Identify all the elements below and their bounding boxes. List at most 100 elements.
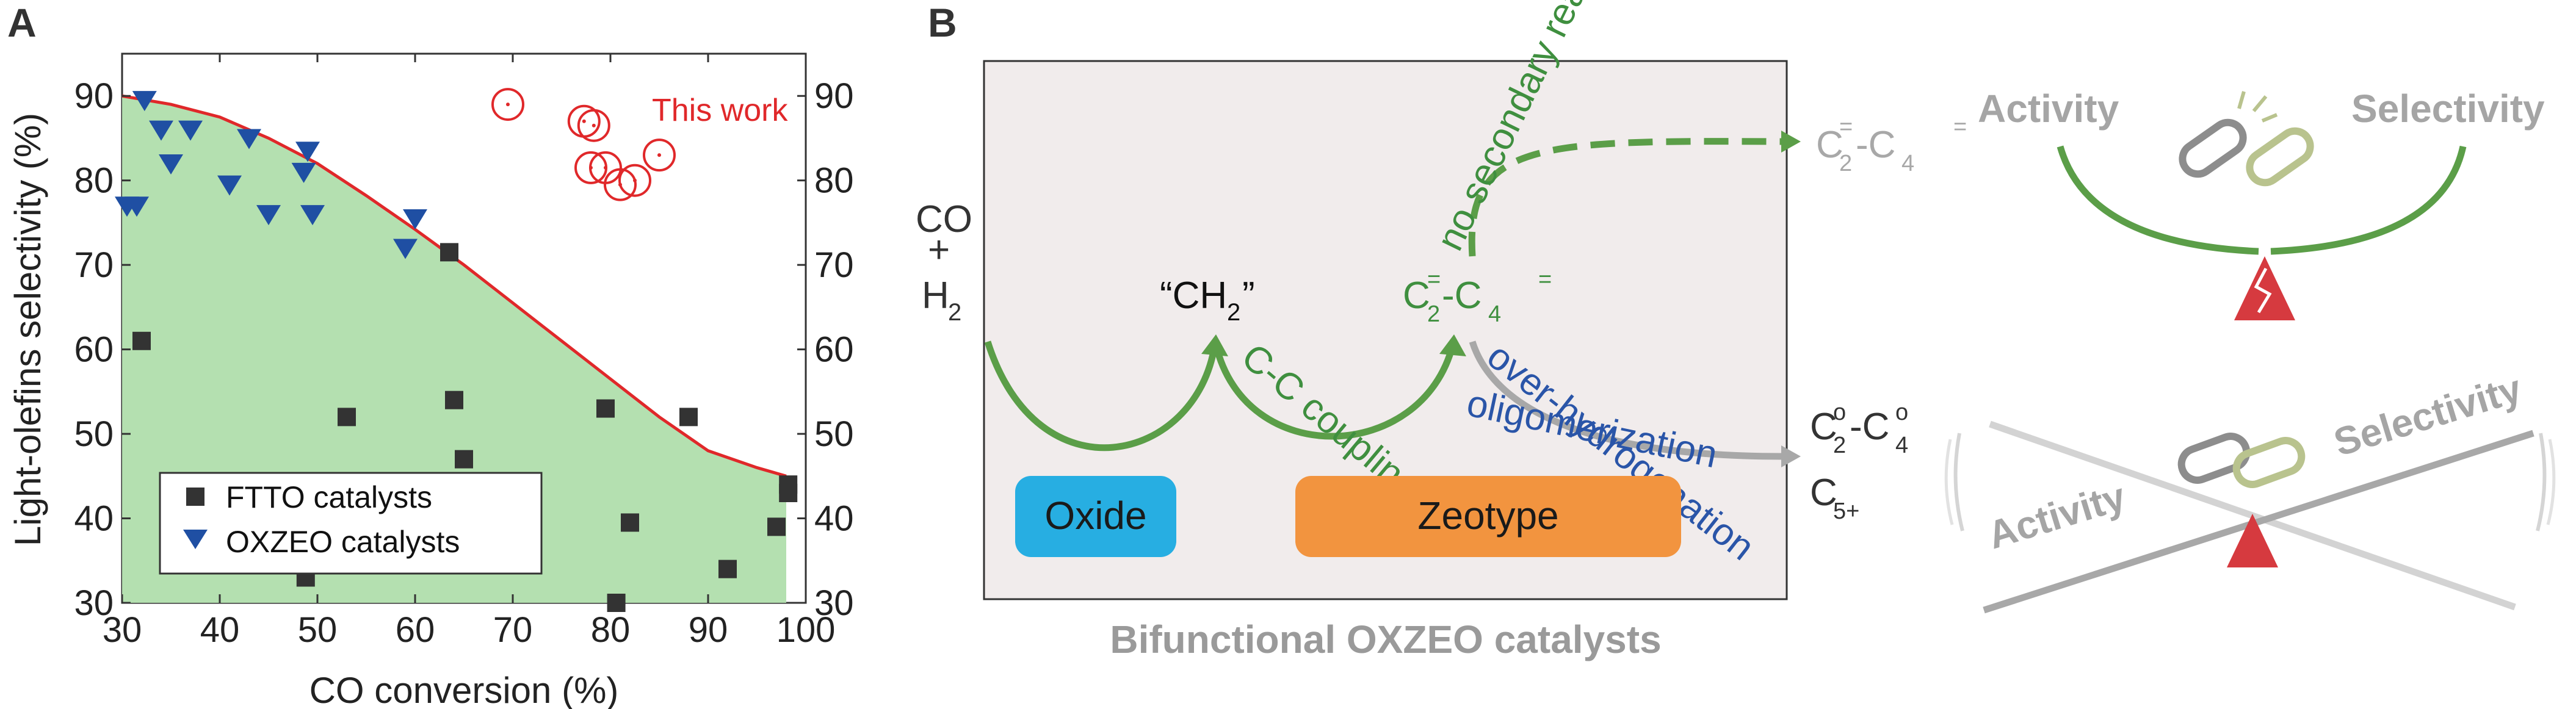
arrow-ch2-to-olefins (1212, 344, 1456, 440)
reactant-h2-base: H (922, 275, 949, 317)
grey-product-c2-sub: 2 (1839, 151, 1852, 176)
reactant-plus: + (928, 229, 950, 271)
this-work-point (491, 88, 524, 121)
oxzeo-point (393, 239, 418, 259)
product-olefins-c: C (1403, 275, 1430, 317)
top-arc-right (2270, 145, 2467, 255)
paraffin-c2-sub: 2 (1833, 433, 1846, 458)
top-arc-left (2057, 145, 2259, 255)
fulcrum (2227, 514, 2278, 567)
bottom-selectivity-label: Selectivity (2329, 366, 2527, 465)
y-tick-label: 70 (74, 245, 114, 285)
y-tick-label-right: 50 (814, 414, 854, 454)
boundary-line (121, 94, 787, 478)
points-layer (115, 88, 798, 612)
this-work-point (643, 139, 676, 172)
ftto-point (767, 517, 786, 536)
this-work-point (577, 109, 610, 142)
y-tick-label-right: 30 (814, 583, 854, 623)
this-work-point-center (657, 153, 661, 157)
this-work-point-center (633, 178, 637, 182)
concept-top-balance: Activity Selectivity (1978, 87, 2545, 320)
oxzeo-point (237, 129, 261, 149)
reactant-h2-sub: 2 (948, 299, 961, 326)
legend-ftto-marker (186, 488, 204, 506)
intermediate-ch2-sub: 2 (1227, 299, 1240, 326)
ftto-point (621, 513, 639, 532)
this-work-point-center (582, 119, 586, 123)
chain-icon (2177, 433, 2306, 488)
oxzeo-point (291, 162, 316, 183)
y-tick-label-right: 40 (814, 499, 854, 539)
ftto-point (132, 331, 151, 350)
arrow-no-secondary (1468, 138, 1783, 257)
x-tick-label: 30 (103, 610, 142, 650)
oxzeo-point (178, 120, 203, 141)
oxide-box (1015, 476, 1176, 557)
fulcrum-crack (2254, 267, 2272, 314)
grey-product-c: C (1816, 124, 1843, 166)
product-olefins-c4-sub: 4 (1488, 301, 1501, 327)
x-tick-label: 70 (493, 610, 533, 650)
oxzeo-point (295, 142, 320, 162)
ftto-point (338, 408, 356, 426)
c5plus-c: C (1810, 472, 1837, 514)
ftto-point (596, 399, 615, 418)
zeotype-label: Zeotype (1417, 494, 1558, 538)
paraffin-c4-sub: 4 (1895, 433, 1908, 458)
grey-product-eq2: = (1953, 114, 1967, 140)
paraffin-c: C (1810, 406, 1837, 448)
legend-oxzeo-marker (183, 530, 208, 549)
y-tick-label: 30 (74, 583, 114, 623)
arrow-overhydrogenation (1469, 340, 1783, 460)
tilted-bar (1983, 430, 2534, 614)
y-tick-label: 90 (74, 76, 114, 116)
oxide-label: Oxide (1044, 494, 1146, 538)
this-work-point-center (604, 165, 607, 170)
x-tick-label: 100 (776, 610, 836, 650)
oxzeo-point (125, 196, 149, 217)
y-tick-label-right: 80 (814, 161, 854, 201)
legend-oxzeo-label: OXZEO catalysts (226, 525, 460, 559)
this-work-point-center (592, 123, 596, 128)
this-work-point (618, 164, 651, 197)
right-bracket-outer (2546, 439, 2556, 525)
x-tick-label: 80 (591, 610, 631, 650)
y-tick-label: 80 (74, 161, 114, 201)
intermediate-ch2: “CH (1160, 275, 1227, 317)
x-tick-label: 40 (200, 610, 240, 650)
product-olefins-dash: -C (1442, 275, 1482, 317)
legend-ftto-label: FTTO catalysts (226, 480, 432, 514)
reactant-co: CO (916, 198, 972, 240)
product-olefins-eq2: = (1538, 267, 1552, 292)
oxzeo-point (132, 91, 157, 112)
panel-b-diagram: CO + H 2 “CH 2 ” C-C coupling C 2 = -C 4… (916, 0, 1967, 661)
x-tick-label: 90 (689, 610, 728, 650)
paraffin-o1: o (1833, 400, 1846, 425)
oxzeo-point (403, 209, 427, 229)
arrow-head-no-secondary (1781, 131, 1801, 153)
broken-fulcrum (2234, 256, 2295, 320)
arrow-head-olefins (1439, 334, 1466, 356)
this-work-point (604, 168, 637, 201)
ftto-point (779, 475, 798, 494)
ftto-point (718, 560, 737, 578)
product-olefins-eq1: = (1427, 267, 1441, 292)
grey-product-eq1: = (1839, 114, 1853, 140)
paraffin-dash: -C (1850, 406, 1889, 448)
ftto-point (440, 243, 458, 262)
panel-a-letter: A (7, 0, 37, 45)
legend: FTTO catalysts OXZEO catalysts (159, 472, 543, 575)
ftto-point (607, 594, 626, 612)
arrow-head-overhydrogenation (1781, 445, 1801, 467)
grey-product-dash: -C (1856, 124, 1895, 166)
x-axis-title: CO conversion (%) (309, 670, 619, 709)
top-selectivity-label: Selectivity (2351, 87, 2545, 131)
arrow-co-to-ch2 (984, 340, 1218, 452)
right-bracket (2536, 433, 2547, 531)
intermediate-ch2-close: ” (1242, 275, 1255, 317)
oxzeo-point (149, 120, 173, 141)
y-tick-label-right: 60 (814, 330, 854, 370)
ftto-point (679, 408, 698, 426)
